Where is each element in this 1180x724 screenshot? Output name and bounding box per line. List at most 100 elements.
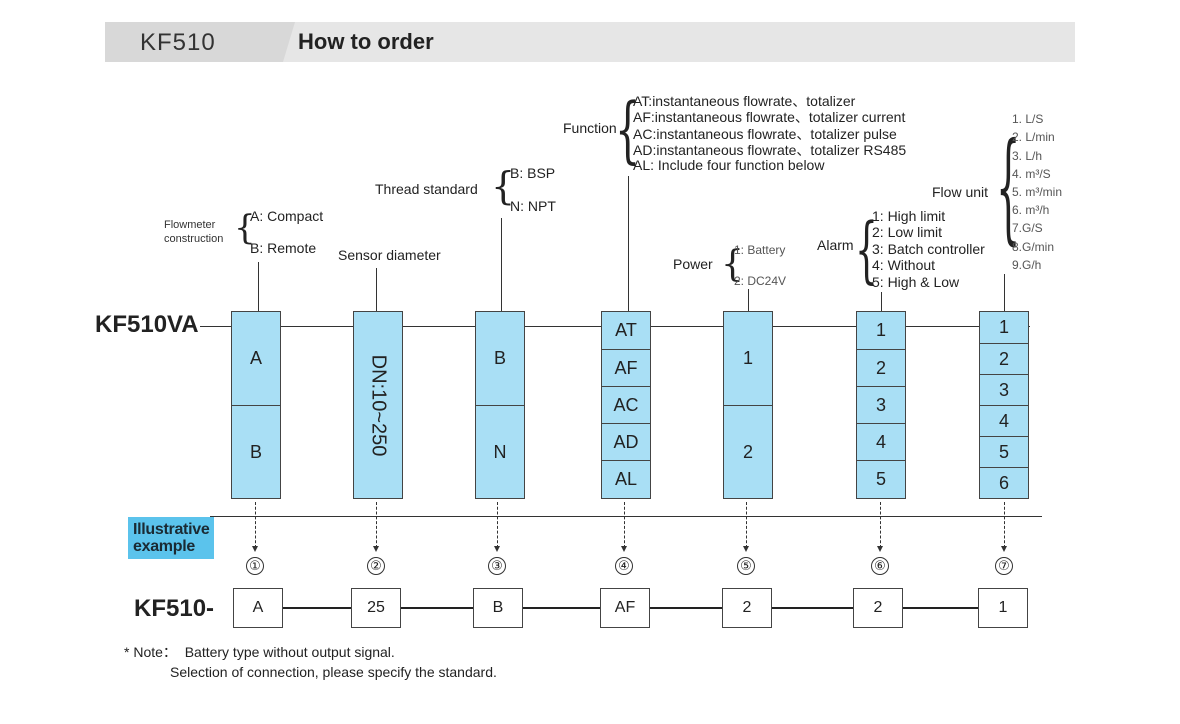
option-text: 1: Battery [734,243,786,257]
arrow-head-icon [743,546,749,552]
bar-cell: 2 [857,349,905,386]
dashed-arrow [255,502,256,548]
option-text: 8.G/min [1012,240,1055,254]
option-text: 2: DC24V [734,274,787,288]
option-text: 7.G/S [1012,221,1043,235]
connector-line [501,218,502,311]
example-box: 2 [722,588,772,628]
option-text: AF:instantaneous flowrate、totalizer curr… [633,109,906,125]
bar-alarm: 1 2 3 4 5 [856,311,906,499]
bar-cell: AT [615,320,637,340]
dashed-arrow [880,502,881,548]
option-text: AC:instantaneous flowrate、totalizer puls… [633,126,897,142]
bar-cell: 1 [875,320,886,340]
page-title: How to order [298,29,434,54]
brace-icon: { [234,208,256,248]
option-text: 2: Low limit [872,224,943,240]
bar-cell: 3 [857,386,905,423]
brace-icon: { [615,87,641,171]
bar-cell: 2 [724,405,772,498]
example-box: B [473,588,523,628]
bar-cell: 3 [980,374,1028,405]
arrow-head-icon [877,546,883,552]
bar-cell: 4 [857,423,905,460]
bar-function: AT AF AC AD AL [601,311,651,499]
dashed-arrow [746,502,747,548]
marker: ② [367,557,385,575]
option-text: 5. m³/min [1012,185,1063,199]
group-label-alarm: Alarm [817,237,854,253]
bar-cell: A [249,348,262,368]
option-text: 3: Batch controller [872,241,985,257]
marker: ③ [488,557,506,575]
option-text: AT:instantaneous flowrate、totalizer [633,93,856,109]
bar-power: 1 2 [723,311,773,499]
option-text: AD:instantaneous flowrate、totalizer RS48… [633,142,907,158]
separator-line [210,516,1042,517]
marker: ① [246,557,264,575]
arrow-head-icon [252,546,258,552]
option-text: 6. m³/h [1012,203,1050,217]
bar-cell: 5 [980,436,1028,467]
marker: ⑤ [737,557,755,575]
option-text: 9.G/h [1012,258,1042,272]
arrow-head-icon [494,546,500,552]
note-line-1: * Note： Battery type without output sign… [124,644,395,660]
connector-line [1004,274,1005,311]
bar-cell: AD [602,423,650,460]
option-text: 4. m³/S [1012,167,1051,181]
bar-cell: AF [602,349,650,386]
option-text: B: Remote [250,240,317,256]
brace-icon: { [996,118,1021,257]
bar-cell: 6 [980,467,1028,498]
brace-icon: { [491,164,516,208]
brace-icon: { [855,207,878,291]
marker: ④ [615,557,633,575]
group-label-function: Function [563,120,617,136]
example-box: A [233,588,283,628]
dashed-arrow [497,502,498,548]
bar-diameter: DN:10~250 [353,311,403,499]
option-text: N: NPT [510,198,556,214]
group-label-construction: Flowmeter construction [164,219,224,245]
group-label-diameter: Sensor diameter [338,247,441,263]
marker: ⑥ [871,557,889,575]
bar-cell: 2 [980,343,1028,374]
dashed-arrow [1004,502,1005,548]
arrow-head-icon [373,546,379,552]
code-label: KF510VA [95,311,199,338]
bar-cell: B [232,405,280,498]
example-box: 25 [351,588,401,628]
group-label-power: Power [673,256,713,272]
group-label-thread: Thread standard [375,181,478,197]
bar-cell: 4 [980,405,1028,436]
bar-cell: 1 [998,317,1009,337]
bar-cell: AL [602,460,650,498]
arrow-head-icon [621,546,627,552]
option-text: B: BSP [510,165,556,181]
bar-thread: B N [475,311,525,499]
example-prefix: KF510- [134,595,215,622]
connector-line [628,176,629,311]
option-text: 5: High & Low [872,274,960,290]
bar-flow-unit: 1 2 3 4 5 6 [979,311,1029,499]
example-box: AF [600,588,650,628]
connector-line [881,292,882,311]
example-box: 1 [978,588,1028,628]
bar-cell: 5 [857,460,905,498]
option-text: A: Compact [250,208,324,224]
brace-icon: { [721,244,744,285]
arrow-head-icon [1001,546,1007,552]
bar-cell: N [476,405,524,498]
header-model: KF510 [140,29,216,56]
option-text: 3. L/h [1012,149,1043,163]
example-box: 2 [853,588,903,628]
dashed-arrow [376,502,377,548]
option-text: AL: Include four function below [633,157,825,173]
group-label-flow-unit: Flow unit [932,184,989,200]
bar-cell: 1 [742,348,753,368]
connector-line [748,289,749,311]
option-text: 1. L/S [1012,112,1044,126]
example-badge [128,517,214,559]
bar-construction: A B [231,311,281,499]
